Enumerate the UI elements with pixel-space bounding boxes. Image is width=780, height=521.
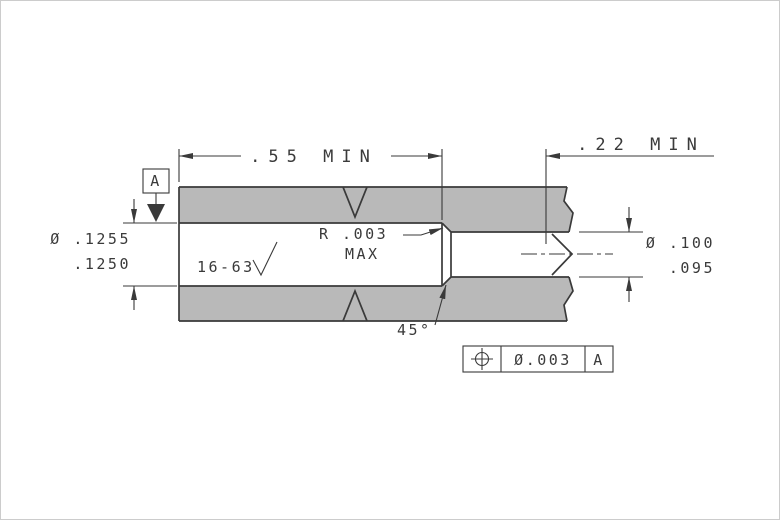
break-line-right-lower [563, 276, 574, 322]
radius-callout: R .003 MAX [319, 225, 444, 263]
datum-label: A [150, 172, 162, 190]
hole-depth-label: .22 MIN [577, 135, 705, 155]
hole-dia-min-label: .095 [669, 259, 715, 277]
datum-feature-a: A [142, 168, 170, 222]
corner-radius-label: R .003 [319, 225, 388, 243]
part-cross-section [178, 186, 574, 322]
part-outline [178, 186, 569, 322]
chamfer-angle-label: 45° [397, 321, 432, 339]
fcf-border [462, 345, 614, 373]
radius-leader-line [403, 227, 444, 236]
extension-line [123, 222, 177, 287]
chamfer-leader-line [434, 284, 447, 326]
dimension-hole-diameter: Ø .100 .095 [579, 207, 715, 302]
datum-triangle-icon [147, 204, 165, 222]
hole-dia-max-label: Ø .100 [646, 234, 715, 252]
break-line-top-band [342, 186, 368, 220]
surface-finish-callout: 16-63 [197, 241, 278, 277]
chamfer-callout: 45° [397, 284, 447, 339]
fcf-tolerance-label: Ø.003 [514, 351, 572, 369]
surface-finish-label: 16-63 [197, 258, 255, 276]
surface-finish-icon [252, 241, 278, 277]
bore-dia-max-label: Ø .1255 [50, 230, 131, 248]
dimension-hole-depth: .22 MIN [545, 135, 714, 244]
break-line-bottom-band [342, 288, 368, 322]
corner-radius-qualifier: MAX [345, 245, 380, 263]
dimension-bore-diameter: Ø .1255 .1250 [50, 199, 177, 310]
part-section-lower [179, 277, 573, 321]
bore-dia-min-label: .1250 [73, 255, 131, 273]
dimension-counterbore-depth: .55 MIN [178, 147, 443, 220]
counterbore-depth-label: .55 MIN [250, 147, 378, 167]
extension-line [579, 231, 643, 278]
fcf-datum-ref-label: A [593, 351, 605, 369]
feature-control-frame: Ø.003 A [462, 345, 614, 373]
true-position-icon [471, 348, 493, 370]
break-line-right-upper [563, 186, 574, 233]
part-section-upper [179, 187, 573, 232]
